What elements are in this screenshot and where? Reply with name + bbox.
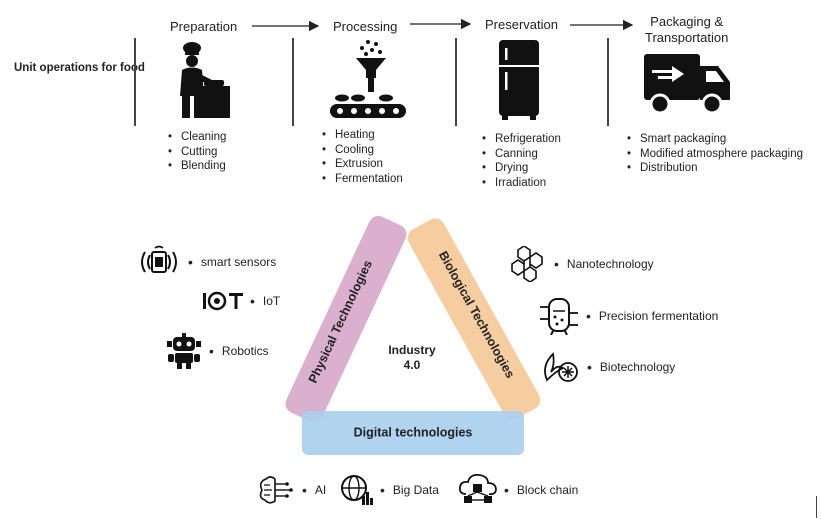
- divider-3: [455, 38, 457, 126]
- digital-band: [302, 411, 524, 455]
- divider-1: [134, 38, 136, 126]
- biological-band: [407, 218, 541, 420]
- stage-title-packaging: Packaging & Transportation: [645, 14, 728, 46]
- physical-item-iot: • IoT: [202, 290, 280, 312]
- list-item: Smart packaging: [627, 132, 803, 147]
- divider-4: [607, 38, 609, 126]
- iot-icon: [203, 291, 243, 311]
- processing-machine-icon: [330, 40, 406, 118]
- block-chain-label: Block chain: [516, 483, 579, 497]
- list-item: Heating: [322, 128, 403, 143]
- stage-title-preservation: Preservation: [485, 17, 558, 32]
- ai-label: AI: [314, 483, 327, 497]
- physical-band: [285, 215, 407, 423]
- list-item: Drying: [482, 161, 561, 176]
- stage-title-preparation: Preparation: [170, 19, 238, 34]
- biological-item-nanotechnology: • Nanotechnology: [508, 246, 654, 282]
- diagram-title: Unit operations for food: [14, 62, 145, 74]
- stage-title-packaging-line1: Packaging &: [650, 14, 724, 29]
- big-data-icon: [341, 475, 373, 505]
- robotics-label: Robotics: [221, 344, 269, 358]
- blockchain-cloud-icon: [458, 473, 497, 503]
- divider-edge: [816, 496, 817, 518]
- list-item: Canning: [482, 147, 561, 162]
- nanotechnology-label: Nanotechnology: [566, 257, 654, 271]
- physical-item-smart-sensors: • smart sensors: [136, 244, 276, 280]
- digital-technologies-label: Digital technologies: [354, 425, 473, 439]
- biotechnology-icon: [544, 352, 578, 382]
- delivery-truck-icon: [644, 54, 730, 115]
- list-item: Cleaning: [168, 130, 226, 145]
- list-item: Cutting: [168, 145, 226, 160]
- stage-title-processing: Processing: [333, 19, 398, 34]
- fermentation-tank-icon: [540, 298, 578, 335]
- stage-title-packaging-line2: Transportation: [645, 30, 729, 45]
- chef-icon: [180, 42, 230, 118]
- list-item: Distribution: [627, 161, 803, 176]
- smart-sensor-icon: [141, 245, 177, 273]
- physical-item-robotics: • Robotics: [165, 333, 269, 369]
- list-item: Cooling: [322, 143, 403, 158]
- industry-label-line1: Industry: [388, 343, 436, 357]
- list-item: Blending: [168, 159, 226, 174]
- big-data-label: Big Data: [392, 483, 439, 497]
- robot-icon: [167, 333, 201, 369]
- list-item: Irradiation: [482, 176, 561, 191]
- digital-item-block-chain: • Block chain: [458, 472, 578, 508]
- stage-arrows: [252, 18, 634, 32]
- preparation-list: Cleaning Cutting Blending: [168, 130, 226, 174]
- list-item: Modified atmosphere packaging: [627, 147, 803, 162]
- list-item: Fermentation: [322, 172, 403, 187]
- smart-sensors-label: smart sensors: [200, 255, 277, 269]
- packaging-list: Smart packaging Modified atmosphere pack…: [627, 132, 803, 176]
- iot-label: IoT: [262, 294, 281, 308]
- biological-item-biotechnology: • Biotechnology: [541, 350, 675, 384]
- digital-item-big-data: • Big Data: [340, 474, 439, 506]
- biotechnology-label: Biotechnology: [599, 360, 676, 374]
- nanotechnology-icon: [511, 246, 543, 282]
- ai-brain-icon: [259, 476, 293, 504]
- divider-2: [292, 38, 294, 126]
- biological-item-precision-fermentation: • Precision fermentation: [538, 297, 718, 335]
- industry-label-line2: 4.0: [404, 358, 421, 372]
- list-item: Extrusion: [322, 157, 403, 172]
- refrigerator-icon: [499, 40, 539, 120]
- preservation-list: Refrigeration Canning Drying Irradiation: [482, 132, 561, 190]
- precision-fermentation-label: Precision fermentation: [598, 309, 719, 323]
- list-item: Refrigeration: [482, 132, 561, 147]
- digital-item-ai: • AI: [256, 474, 326, 506]
- processing-list: Heating Cooling Extrusion Fermentation: [322, 128, 403, 186]
